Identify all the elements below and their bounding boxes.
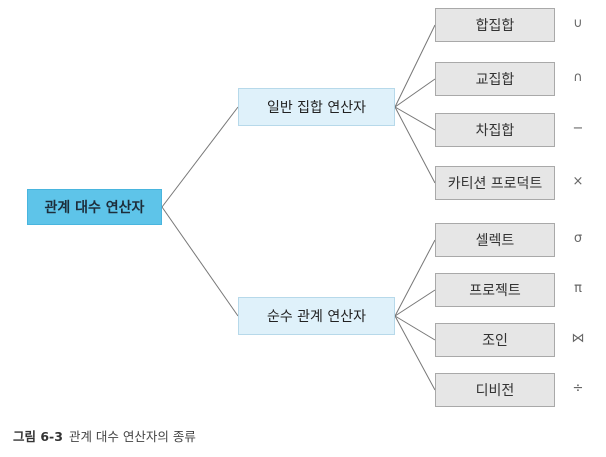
union-symbol: ∪ [573, 16, 583, 31]
root-label: 관계 대수 연산자 [44, 200, 145, 216]
root-node: 관계 대수 연산자 [27, 189, 162, 225]
figure-caption: 그림 6-3 관계 대수 연산자의 종류 [13, 426, 196, 445]
leaf-node-cartesian-product: 카티션 프로덕트 [435, 166, 555, 200]
connector-line [161, 206, 239, 317]
group-label: 순수 관계 연산자 [266, 309, 367, 325]
connector-line [394, 289, 436, 317]
leaf-node-difference: 차집합 [435, 113, 555, 147]
leaf-label: 카티션 프로덕트 [447, 176, 543, 192]
connector-line [394, 315, 436, 391]
group-node-general-set: 일반 집합 연산자 [238, 88, 395, 126]
connector-line [161, 106, 239, 208]
leaf-node-division: 디비전 [435, 373, 555, 407]
connector-line [394, 106, 436, 131]
leaf-node-select: 셀렉트 [435, 223, 555, 257]
difference-symbol: − [572, 121, 584, 136]
leaf-node-intersection: 교집합 [435, 62, 555, 96]
connector-line [394, 24, 436, 108]
select-symbol: σ [573, 231, 583, 246]
connector-line [394, 78, 436, 108]
leaf-label: 차집합 [475, 123, 515, 139]
leaf-label: 셀렉트 [475, 233, 515, 249]
figure-caption-text: 관계 대수 연산자의 종류 [68, 429, 196, 444]
intersection-symbol: ∩ [573, 70, 583, 85]
group-node-pure-relational: 순수 관계 연산자 [238, 297, 395, 335]
leaf-label: 합집합 [475, 18, 515, 34]
figure-number: 그림 6-3 [13, 429, 63, 444]
group-label: 일반 집합 연산자 [266, 100, 367, 116]
leaf-node-union: 합집합 [435, 8, 555, 42]
cartesian-product-symbol: × [572, 174, 584, 189]
leaf-label: 조인 [482, 333, 508, 349]
division-symbol: ÷ [572, 381, 584, 396]
leaf-label: 교집합 [475, 72, 515, 88]
leaf-node-join: 조인 [435, 323, 555, 357]
connector-line [394, 315, 436, 341]
connector-line [394, 106, 436, 184]
leaf-label: 디비전 [475, 383, 515, 399]
leaf-node-project: 프로젝트 [435, 273, 555, 307]
join-symbol: ⋈ [571, 331, 585, 346]
connector-line [394, 239, 436, 317]
project-symbol: π [574, 281, 582, 296]
leaf-label: 프로젝트 [469, 283, 521, 299]
